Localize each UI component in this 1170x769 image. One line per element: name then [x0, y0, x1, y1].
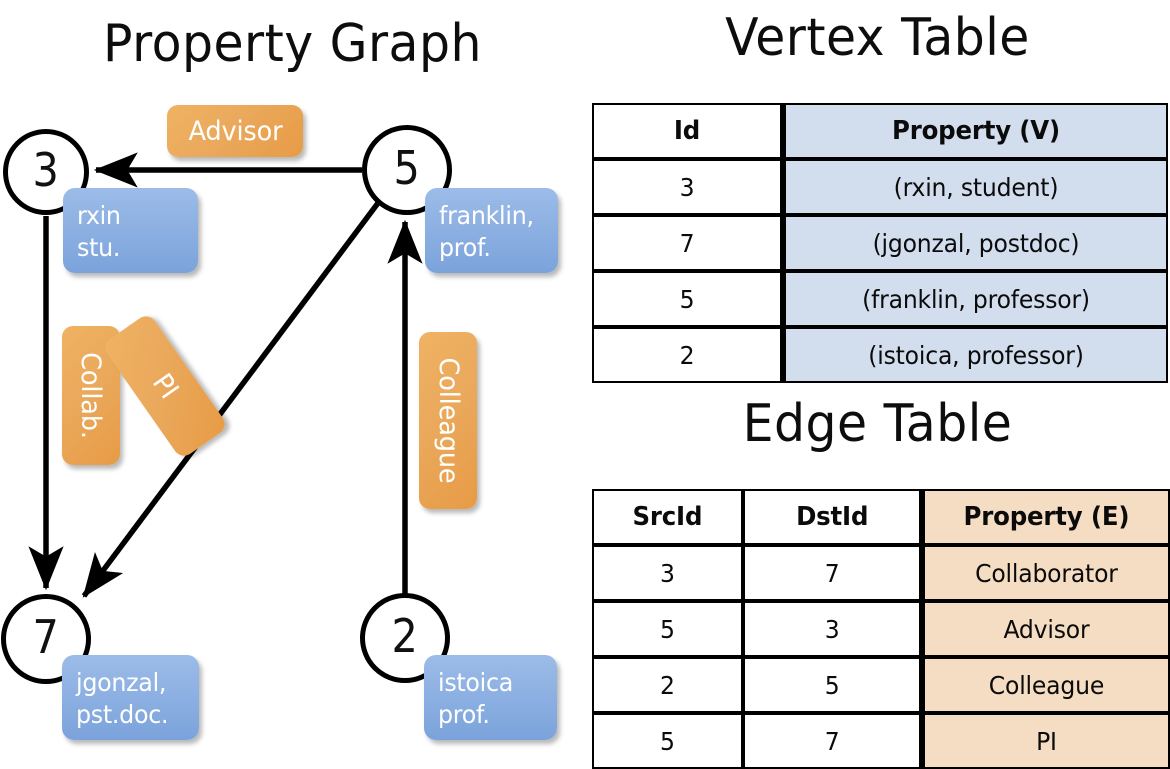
node-property-bubble-3: rxin stu. [63, 188, 198, 273]
edge-label-advisor: Advisor [167, 105, 303, 157]
node-property-5-line2: prof. [439, 233, 491, 262]
edge-cell-property: PI [921, 713, 1170, 769]
edge-cell-srcid: 5 [592, 601, 743, 657]
table-row: 5 (franklin, professor) [592, 271, 1168, 327]
edge-table-header-srcid: SrcId [592, 489, 743, 545]
edge-cell-srcid: 5 [592, 713, 743, 769]
table-row: 2 (istoica, professor) [592, 327, 1168, 383]
edge-cell-srcid: 2 [592, 657, 743, 713]
table-row: 7 (jgonzal, postdoc) [592, 215, 1168, 271]
table-row: 3 (rxin, student) [592, 159, 1168, 215]
graph-edges-svg [28, 152, 423, 598]
node-property-bubble-2: istoica prof. [424, 655, 557, 740]
edge-table-header-property: Property (E) [921, 489, 1170, 545]
vertex-table-header-row: Id Property (V) [592, 103, 1168, 159]
vertex-cell-property: (istoica, professor) [782, 327, 1168, 383]
property-graph-diagram: Advisor Collab. PI Colleague 3 5 7 2 rxi… [0, 0, 585, 760]
page-title-property-graph: Property Graph [103, 14, 482, 74]
table-row: 2 5 Colleague [592, 657, 1170, 713]
edge-cell-dstid: 7 [742, 545, 922, 601]
graph-node-3-id: 3 [32, 143, 60, 197]
node-property-3-line1: rxin [77, 201, 121, 230]
edge-cell-property: Collaborator [921, 545, 1170, 601]
table-row: 5 3 Advisor [592, 601, 1170, 657]
node-property-bubble-5: franklin, prof. [425, 188, 558, 273]
node-property-5-line1: franklin, [439, 201, 534, 230]
edge-label-colleague: Colleague [419, 332, 477, 509]
vertex-cell-property: (jgonzal, postdoc) [782, 215, 1168, 271]
node-property-7-line1: jgonzal, [76, 668, 167, 697]
edge-table: SrcId DstId Property (E) 3 7 Collaborato… [592, 489, 1170, 769]
graph-node-2-id: 2 [391, 609, 419, 663]
node-property-7-line2: pst.doc. [76, 700, 169, 729]
edge-label-advisor-text: Advisor [188, 115, 282, 147]
edge-cell-srcid: 3 [592, 545, 743, 601]
graph-node-7-id: 7 [32, 610, 60, 664]
table-row: 5 7 PI [592, 713, 1170, 769]
edge-table-header-row: SrcId DstId Property (E) [592, 489, 1170, 545]
node-property-3-line2: stu. [77, 233, 121, 262]
vertex-cell-id: 5 [592, 271, 782, 327]
vertex-table-header-property: Property (V) [782, 103, 1168, 159]
vertex-cell-id: 3 [592, 159, 782, 215]
vertex-cell-id: 2 [592, 327, 782, 383]
edge-cell-property: Colleague [921, 657, 1170, 713]
node-property-2-line1: istoica [438, 668, 514, 697]
node-property-2-line2: prof. [438, 700, 490, 729]
edge-cell-property: Advisor [921, 601, 1170, 657]
vertex-cell-property: (franklin, professor) [782, 271, 1168, 327]
table-row: 3 7 Collaborator [592, 545, 1170, 601]
edge-table-header-dstid: DstId [742, 489, 922, 545]
vertex-table: Id Property (V) 3 (rxin, student) 7 (jgo… [592, 103, 1168, 383]
edge-cell-dstid: 7 [742, 713, 922, 769]
page-title-edge-table: Edge Table [742, 394, 1013, 454]
edge-label-colleague-text: Colleague [432, 357, 464, 484]
edge-cell-dstid: 5 [742, 657, 922, 713]
node-property-bubble-7: jgonzal, pst.doc. [62, 655, 199, 740]
graph-node-5-id: 5 [393, 141, 421, 195]
edge-label-pi-text: PI [145, 367, 185, 405]
edge-label-collab-text: Collab. [75, 352, 107, 439]
vertex-table-header-id: Id [592, 103, 782, 159]
vertex-cell-id: 7 [592, 215, 782, 271]
vertex-cell-property: (rxin, student) [782, 159, 1168, 215]
edge-cell-dstid: 3 [742, 601, 922, 657]
page-title-vertex-table: Vertex Table [725, 8, 1030, 68]
edge-arrow-pi [81, 201, 381, 598]
